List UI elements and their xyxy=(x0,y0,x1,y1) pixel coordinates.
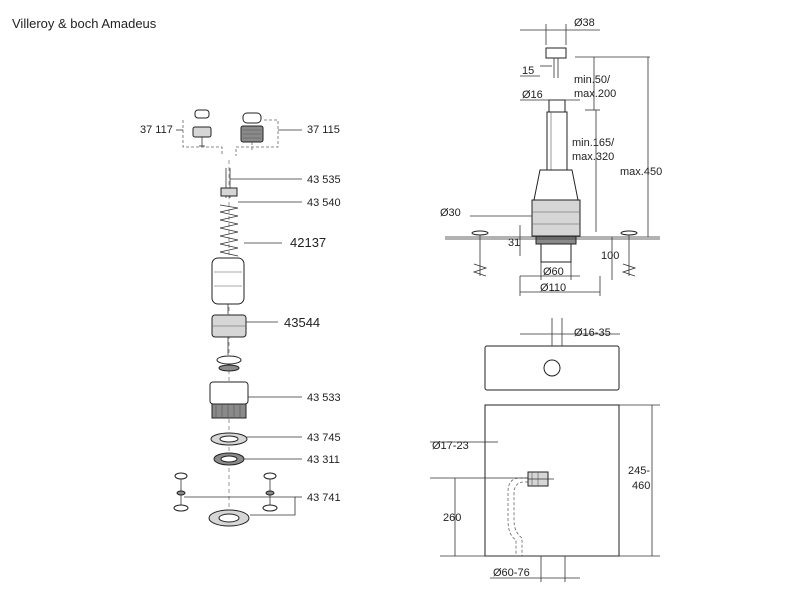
dim-260: 260 xyxy=(443,512,461,524)
valve-body xyxy=(211,257,245,314)
dim-min50: min.50/ xyxy=(574,74,611,86)
label-43311: 43 311 xyxy=(307,454,340,466)
valve-seat xyxy=(209,381,249,419)
dim-d16: Ø16 xyxy=(522,89,543,101)
push-button-large xyxy=(240,112,264,152)
mounting-bolts xyxy=(173,472,278,512)
dim-15: 15 xyxy=(522,65,534,77)
dim-d60: Ø60 xyxy=(543,266,564,278)
dim-min165: min.165/ xyxy=(572,137,615,149)
dim-460: 460 xyxy=(632,480,650,492)
push-button-small xyxy=(192,109,212,147)
label-37117: 37 117 xyxy=(140,124,173,136)
label-37115: 37 115 xyxy=(307,124,340,136)
dim-d16-35: Ø16-35 xyxy=(574,327,611,339)
dim-245: 245- xyxy=(628,465,650,477)
label-43533: 43 533 xyxy=(307,392,341,404)
dim-31: 31 xyxy=(508,237,520,249)
label-43535: 43 535 xyxy=(307,174,341,186)
dim-max200: max.200 xyxy=(574,88,616,100)
dim-100: 100 xyxy=(601,250,619,262)
spring xyxy=(219,204,239,257)
dim-max320: max.320 xyxy=(572,151,614,163)
label-43540: 43 540 xyxy=(307,197,341,209)
dim-d30: Ø30 xyxy=(440,207,461,219)
page-title: Villeroy & boch Amadeus xyxy=(12,16,157,31)
valve-dimension-view: Ø38 15 Ø16 min.50/ max.200 min.165/ max.… xyxy=(440,17,662,296)
dim-d110: Ø110 xyxy=(540,282,566,294)
label-42137: 42137 xyxy=(290,235,326,250)
label-43745: 43 745 xyxy=(307,432,341,444)
dim-d38: Ø38 xyxy=(574,17,595,29)
cistern-dimension-view: Ø16-35 Ø17-23 245- 460 260 Ø60-76 xyxy=(430,318,660,582)
float xyxy=(211,314,247,355)
dim-d17-23: Ø17-23 xyxy=(432,440,469,452)
dim-d60-76: Ø60-76 xyxy=(493,567,530,579)
label-43741: 43 741 xyxy=(307,492,341,504)
dim-max450: max.450 xyxy=(620,166,662,178)
label-43544: 43544 xyxy=(284,315,320,330)
rod xyxy=(220,168,238,198)
exploded-view: 37 117 37 115 43 535 43 540 42137 43544 … xyxy=(140,109,341,527)
